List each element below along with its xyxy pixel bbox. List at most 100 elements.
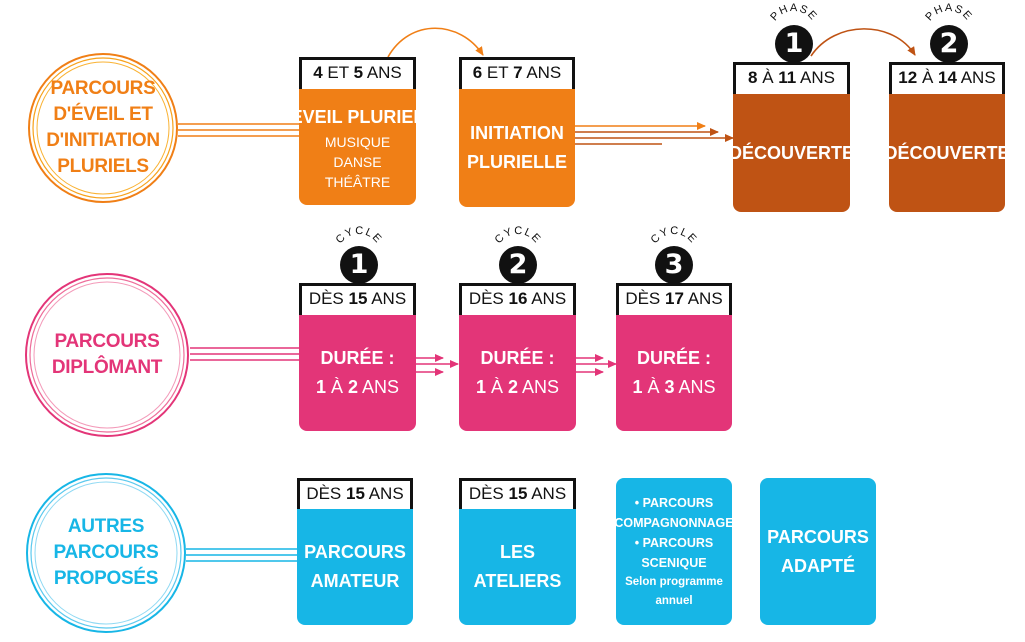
age-from: 12 (898, 68, 918, 87)
card-line: LES (499, 542, 535, 562)
cycle-label: CYCLE (334, 225, 383, 246)
age-from: 17 (665, 289, 684, 308)
age-unit: ANS (683, 289, 723, 308)
card-line: DÉCOUVERTE (884, 142, 1010, 163)
parcours-eveil-line: PLURIELS (57, 156, 149, 177)
parcours-eveil-circle: PARCOURS D'ÉVEIL ET D'INITIATION PLURIEL… (41, 66, 165, 190)
age-box-ateliers: DÈS 15 ANS (459, 478, 576, 509)
age-unit: ANS (367, 289, 407, 308)
card-line: INITIATION (470, 123, 564, 143)
parcours-diplomant-line: DIPLÔMANT (51, 357, 163, 378)
duration-to: 2 (507, 377, 518, 397)
parcours-diplomant-line: PARCOURS (54, 331, 160, 352)
duration-to: 3 (664, 377, 675, 397)
age-prefix: DÈS (468, 289, 509, 308)
age-to: 11 (778, 68, 797, 87)
age-from: 15 (508, 484, 528, 503)
cycle1-arc-label: CYCLE (334, 225, 383, 246)
age-box-cycle2: DÈS 16 ANS (459, 283, 576, 315)
age-unit: ANS (522, 63, 562, 82)
age-sep: À (757, 68, 779, 87)
duration-unit: ANS (674, 377, 716, 397)
curved-arrow-phase1-to-phase2 (810, 28, 916, 57)
duration-from: 1 (315, 377, 326, 397)
cycle1-badge: 1 (340, 246, 378, 284)
age-box-phase1: 8 À 11 ANS (733, 62, 850, 94)
duration-label: DURÉE : (320, 348, 395, 368)
age-from: 15 (348, 289, 368, 308)
age-sep: ET (482, 63, 514, 82)
age-sep: À (917, 68, 939, 87)
row3-connector-lines (186, 548, 298, 562)
phase-label: PHASE (923, 2, 973, 23)
age-from: 6 (472, 63, 483, 82)
parcours-eveil-line: D'ÉVEIL ET (53, 104, 153, 125)
age-sep: ET (322, 63, 354, 82)
card-decouverte-phase2: DÉCOUVERTE (885, 94, 1010, 212)
parcours-diplomant-circle: PARCOURS DIPLÔMANT (43, 291, 171, 419)
age-from: 15 (346, 484, 365, 503)
age-unit: ANS (363, 63, 402, 82)
parcours-autres-line: AUTRES (67, 516, 145, 537)
age-from: 4 (313, 63, 323, 82)
parcours-diplomant-rings (25, 273, 189, 437)
card-cycle2: DURÉE : 1 À 2 ANS (459, 315, 576, 431)
parcours-eveil-line: D'INITIATION (46, 130, 160, 151)
card-les-ateliers: LES ATELIERS (459, 509, 576, 625)
card-initiation-plurielle: INITIATION PLURIELLE (459, 89, 575, 207)
row2-connector-lines (190, 347, 300, 361)
discipline-item: THÉÂTRE (324, 173, 391, 190)
age-unit: ANS (527, 289, 567, 308)
card-line: COMPAGNONNAGE (614, 515, 734, 530)
svg-text:CYCLE: CYCLE (334, 225, 385, 246)
phase-label: PHASE (768, 2, 818, 23)
age-unit: ANS (527, 484, 567, 503)
parcours-diplomant-label: PARCOURS DIPLÔMANT (51, 329, 163, 381)
parcours-autres-rings (26, 473, 186, 633)
card-decouverte-phase1: DÉCOUVERTE (729, 94, 854, 212)
svg-text:CYCLE: CYCLE (493, 225, 544, 246)
parcours-autres-line: PARCOURS (53, 542, 159, 563)
phase2-badge: 2 (930, 25, 968, 63)
age-unit: ANS (364, 484, 404, 503)
duration-label: DURÉE : (480, 348, 555, 368)
card-cycle3: DURÉE : 1 À 3 ANS (616, 315, 732, 431)
age-from: 8 (748, 68, 758, 87)
card-line: DÉCOUVERTE (729, 142, 855, 163)
card-line: AMATEUR (310, 571, 400, 591)
svg-text:PHASE: PHASE (923, 2, 974, 23)
age-prefix: DÈS (306, 484, 346, 503)
parcours-autres-line: PROPOSÉS (53, 568, 159, 589)
parcours-eveil-line: PARCOURS (50, 78, 156, 99)
duration-label: DURÉE : (636, 348, 711, 368)
cycle2-arc-label: CYCLE (493, 225, 542, 246)
duration-value: 1 À 2 ANS (476, 373, 559, 402)
card-line: ATELIERS (473, 571, 562, 591)
duration-value: 1 À 2 ANS (316, 373, 399, 402)
duration-sep: À (325, 377, 348, 397)
duration-from: 1 (475, 377, 486, 397)
age-box-cycle3: DÈS 17 ANS (616, 283, 732, 315)
curved-arrow-eveil-to-initiation (387, 27, 484, 58)
phase2-arc-label: PHASE (923, 2, 973, 23)
cycle-label: CYCLE (493, 225, 542, 246)
row2-arrows-cycle1-to-cycle2 (415, 354, 459, 376)
card-line: PARCOURS (304, 542, 406, 562)
row1-arrows-to-decouverte (574, 122, 734, 145)
age-box-eveil: 4 ET 5 ANS (299, 57, 416, 89)
card-parcours-amateur: PARCOURS AMATEUR (297, 509, 413, 625)
age-prefix: DÈS (308, 289, 349, 308)
discipline-item: MUSIQUE (324, 133, 391, 150)
age-box-amateur: DÈS 15 ANS (297, 478, 413, 509)
svg-text:PHASE: PHASE (768, 2, 819, 23)
card-parcours-adapte: PARCOURS ADAPTÉ (760, 478, 876, 625)
duration-sep: À (485, 377, 508, 397)
age-unit: ANS (796, 68, 835, 87)
cycle3-arc-label: CYCLE (649, 225, 698, 246)
card-line: • PARCOURS (634, 495, 714, 510)
duration-unit: ANS (518, 377, 560, 397)
cycle2-badge: 2 (499, 246, 537, 284)
age-prefix: DÈS (468, 484, 509, 503)
age-to: 14 (938, 68, 957, 87)
